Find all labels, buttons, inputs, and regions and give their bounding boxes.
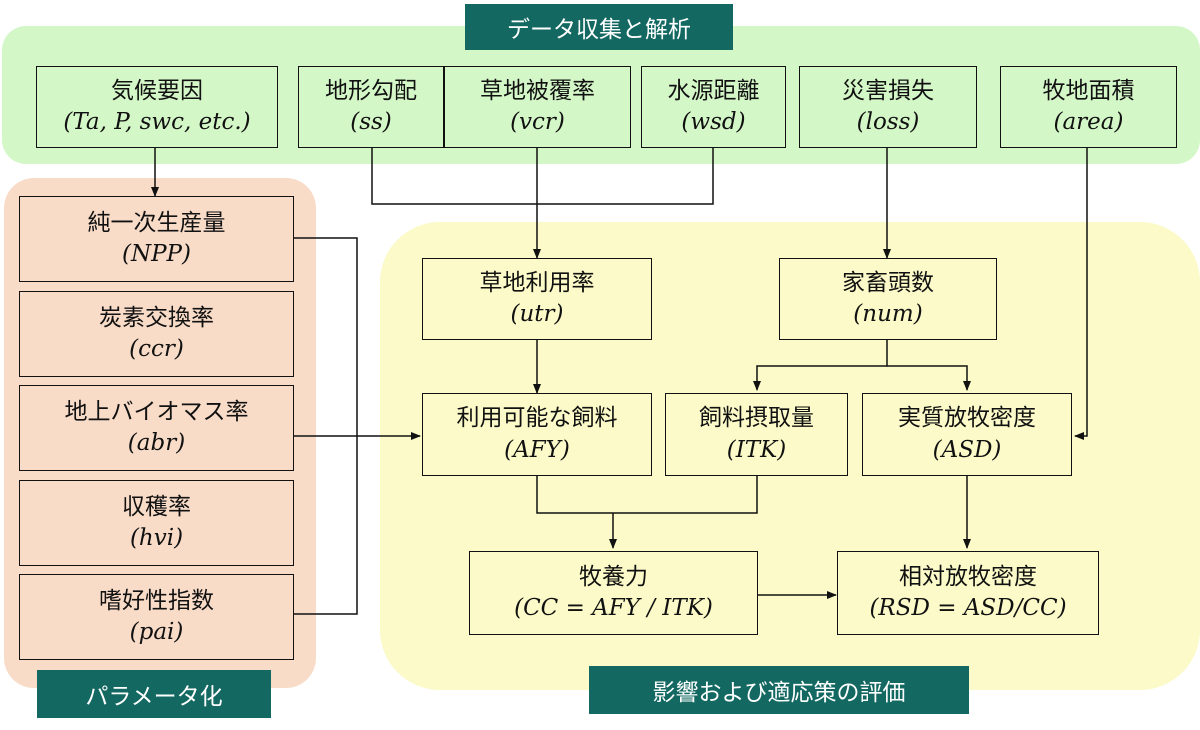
node-label: 気候要因 (111, 77, 203, 104)
biomass-rate-node: 地上バイオマス率 (abr) (19, 385, 294, 471)
node-symbol: (NPP) (121, 241, 192, 267)
livestock-count-node: 家畜頭数 (num) (779, 258, 997, 340)
node-label: 相対放牧密度 (899, 563, 1037, 590)
npp-node: 純一次生産量 (NPP) (19, 196, 294, 282)
node-label: 地形勾配 (325, 77, 417, 104)
node-label: 利用可能な飼料 (456, 405, 618, 432)
node-label: 牧地面積 (1042, 77, 1135, 104)
node-symbol: (CC = AFY / ITK) (514, 595, 713, 621)
node-label: 実質放牧密度 (898, 405, 1036, 432)
node-label: 家畜頭数 (842, 269, 934, 296)
climate-factor-node: 気候要因 (Ta, P, swc, etc.) (36, 66, 278, 148)
line-num-to-asd (887, 365, 971, 391)
palatability-node: 嗜好性指数 (pai) (19, 574, 294, 660)
node-symbol: (utr) (510, 301, 564, 327)
node-label: 地上バイオマス率 (64, 398, 249, 425)
relative-stocking-density-node: 相対放牧密度 (RSD = ASD/CC) (837, 551, 1099, 635)
node-label: 収穫率 (122, 493, 191, 520)
node-symbol: (Ta, P, swc, etc.) (63, 109, 251, 135)
node-symbol: (vcr) (510, 109, 565, 135)
node-symbol: (abr) (127, 430, 186, 456)
parameterization-banner: パラメータ化 (37, 670, 271, 718)
node-label: 水源距離 (667, 77, 760, 104)
node-symbol: (pai) (129, 619, 184, 645)
utilization-rate-node: 草地利用率 (utr) (422, 258, 652, 340)
node-label: 草地被覆率 (480, 77, 595, 104)
forage-intake-node: 飼料摂取量 (ITK) (665, 393, 848, 476)
node-label: 災害損失 (842, 77, 934, 104)
carbon-exchange-node: 炭素交換率 (ccr) (19, 291, 294, 377)
disaster-loss-node: 災害損失 (loss) (799, 66, 977, 148)
node-symbol: (ss) (350, 109, 392, 135)
line-afy-itk-join (536, 476, 758, 514)
water-distance-node: 水源距離 (wsd) (641, 66, 786, 148)
impact-evaluation-banner: 影響および適応策の評価 (589, 666, 969, 714)
available-forage-node: 利用可能な飼料 (AFY) (422, 393, 652, 476)
vegetation-cover-node: 草地被覆率 (vcr) (444, 66, 631, 148)
node-symbol: (area) (1053, 109, 1124, 135)
line-ss-wsd-join (371, 148, 714, 205)
node-symbol: (RSD = ASD/CC) (869, 595, 1067, 621)
node-symbol: (AFY) (504, 436, 570, 463)
data-collection-banner: データ収集と解析 (465, 4, 733, 50)
node-label: 純一次生産量 (87, 209, 226, 236)
node-symbol: (hvi) (129, 525, 184, 551)
node-symbol: (num) (853, 301, 923, 327)
harvest-rate-node: 収穫率 (hvi) (19, 480, 294, 566)
node-label: 飼料摂取量 (699, 405, 814, 432)
node-symbol: (loss) (856, 109, 920, 135)
node-label: 草地利用率 (479, 269, 595, 296)
pasture-area-node: 牧地面積 (area) (1000, 66, 1177, 148)
actual-stocking-density-node: 実質放牧密度 (ASD) (862, 393, 1072, 476)
node-label: 牧養力 (579, 563, 648, 590)
node-symbol: (ccr) (129, 336, 184, 362)
slope-node: 地形勾配 (ss) (298, 66, 444, 148)
arrow-area-to-asd (1074, 148, 1088, 440)
carrying-capacity-node: 牧養力 (CC = AFY / ITK) (469, 551, 758, 635)
node-label: 嗜好性指数 (99, 587, 214, 614)
node-symbol: (ASD) (932, 436, 1002, 463)
line-param-bracket (294, 237, 358, 615)
node-symbol: (ITK) (726, 436, 787, 463)
node-symbol: (wsd) (681, 109, 746, 135)
line-num-split (753, 340, 888, 391)
node-label: 炭素交換率 (99, 304, 214, 331)
